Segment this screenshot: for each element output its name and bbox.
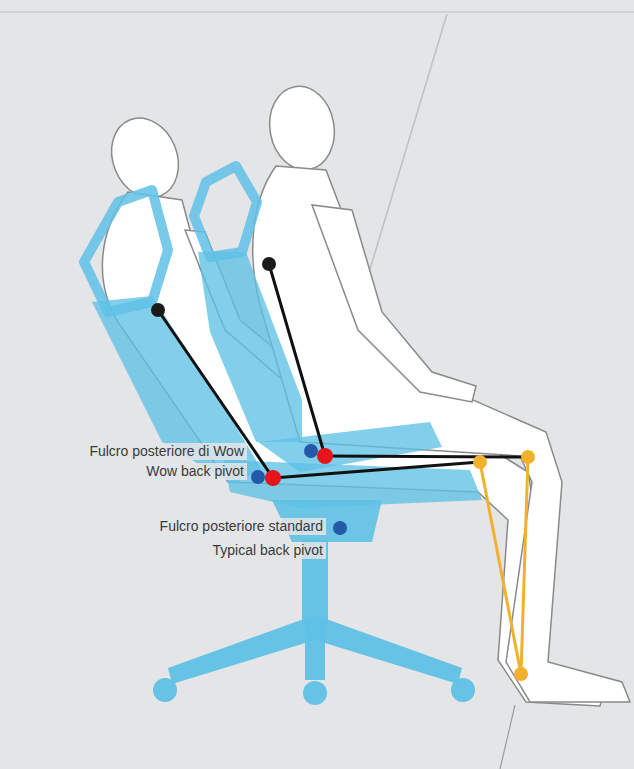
upright-person (253, 81, 630, 702)
chair (84, 166, 482, 705)
pivot-label: Fulcro posteriore di Wow (86, 443, 247, 460)
leg-line (480, 457, 528, 674)
pivot-label: Fulcro posteriore standard (157, 518, 326, 535)
reference-line (500, 705, 515, 769)
pivot-label: Typical back pivot (210, 542, 327, 559)
pivot-label: Wow back pivot (143, 463, 247, 480)
top-rule (0, 11, 634, 13)
